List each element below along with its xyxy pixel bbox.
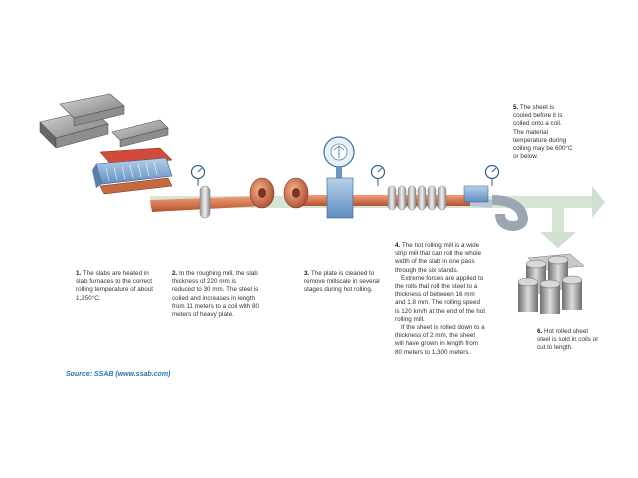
slab-furnace <box>92 147 173 195</box>
finishing-stands <box>387 185 447 211</box>
step-6-caption: 6. Hot rolled sheet steel is sold in coi… <box>537 328 603 353</box>
intermediate-coils <box>249 177 309 209</box>
step-4-caption: 4. The hot rolling mill is a wide strip … <box>395 242 485 357</box>
roughing-mill-rolls <box>199 185 211 219</box>
downcoiler <box>491 195 528 232</box>
step-4-text: The hot rolling mill is a wide strip mil… <box>395 242 482 274</box>
step-2-caption: 2. In the roughing mill, the slab thickn… <box>172 270 260 319</box>
step-3-number: 3. <box>304 270 310 277</box>
source-credit: Source: SSAB (www.ssab.com) <box>66 371 171 378</box>
step-1-caption: 1. The slabs are heated in slab furnaces… <box>76 270 158 303</box>
slab-stack <box>39 93 169 149</box>
step-1-number: 1. <box>76 270 82 277</box>
step-3-caption: 3. The plate is cleaned to remove millsc… <box>304 270 382 295</box>
step-6-number: 6. <box>537 328 543 335</box>
descaler-unit <box>323 136 355 219</box>
finished-coils <box>517 253 585 314</box>
step-4-number: 4. <box>395 242 401 249</box>
step-4-text-p3: If the sheet is rolled down to a thickne… <box>395 324 485 356</box>
step-4-text-p2: Extreme forces are applied to the rolls … <box>395 274 485 323</box>
step-5-caption: 5. The sheet is cooled before it is coil… <box>513 104 573 161</box>
step-5-text: The sheet is cooled before it is coiled … <box>513 104 573 161</box>
cooling-unit <box>463 185 489 203</box>
step-5-number: 5. <box>513 104 519 111</box>
thermometer-gauges <box>190 164 500 186</box>
step-2-text: In the roughing mill, the slab thickness… <box>172 270 260 319</box>
step-6-text: Hot rolled sheet steel is sold in coils … <box>537 328 599 352</box>
step-3-text: The plate is cleaned to remove millscale… <box>304 270 380 294</box>
step-1-text: The slabs are heated in slab furnaces to… <box>76 270 154 302</box>
step-2-number: 2. <box>172 270 178 277</box>
